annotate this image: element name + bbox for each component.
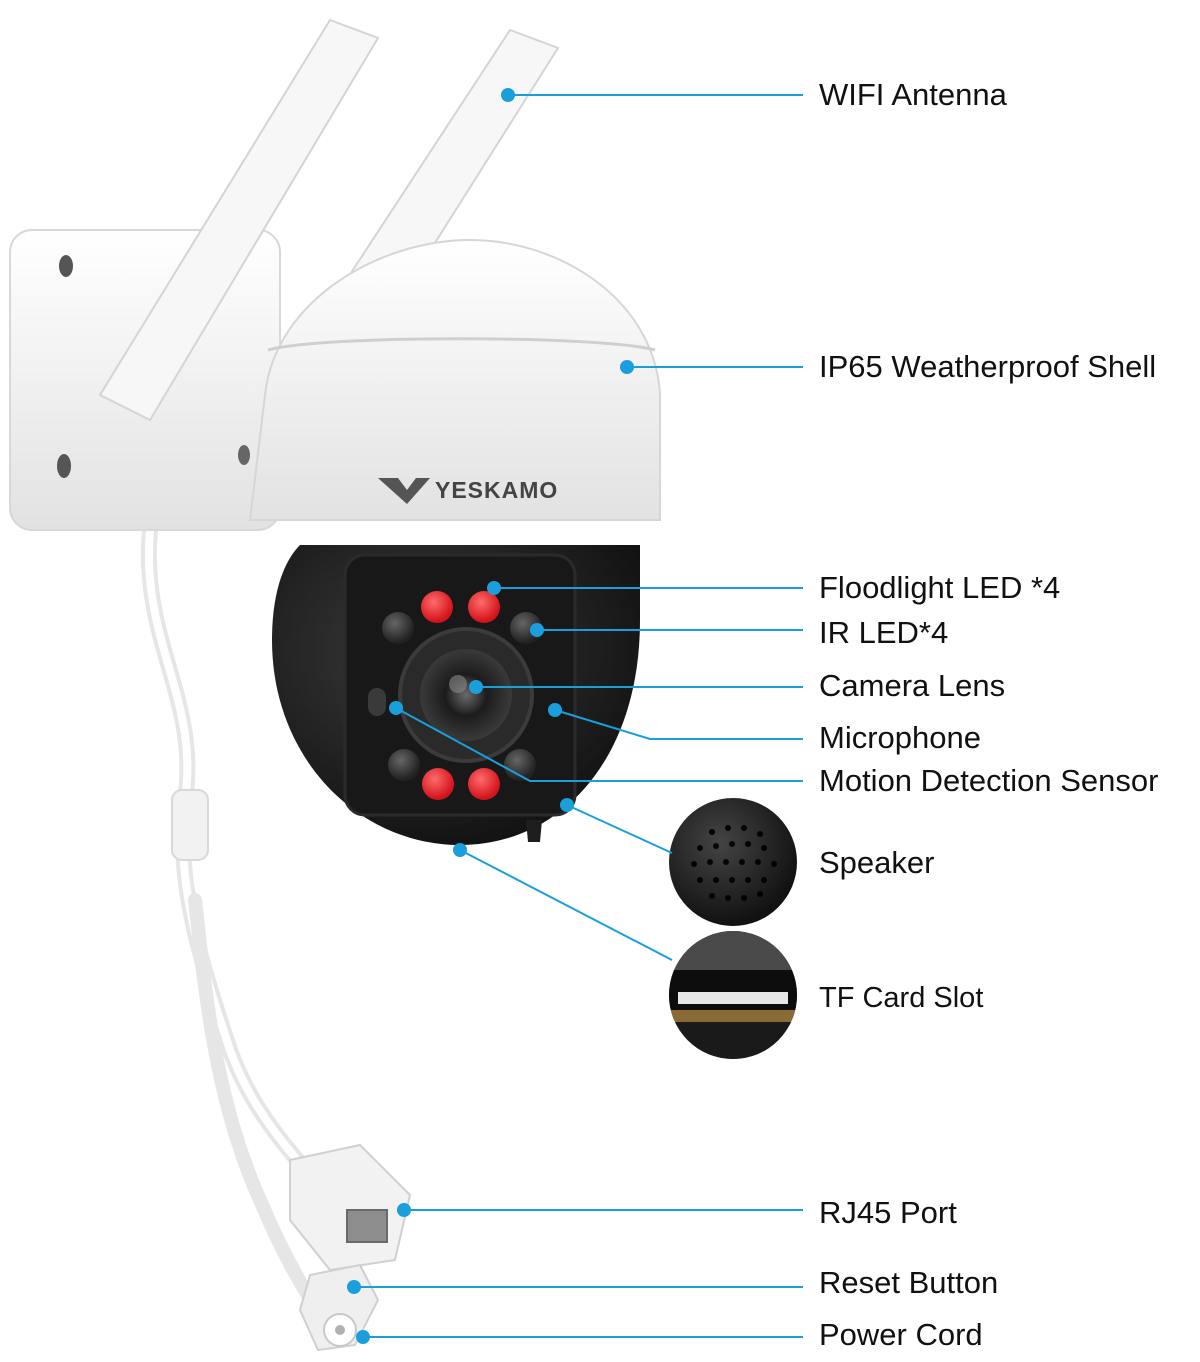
callout-dots (347, 88, 634, 1344)
label-camera-lens: Camera Lens (819, 668, 1006, 703)
label-reset-button: Reset Button (819, 1265, 999, 1300)
rj45-socket (346, 1209, 388, 1243)
cable-connectors (289, 1143, 412, 1352)
floodlight-led (422, 768, 454, 800)
ir-led (388, 749, 420, 781)
ir-led (504, 749, 536, 781)
speaker-inset (669, 798, 797, 926)
callout-lines (354, 94, 803, 1338)
label-ir-led: IR LED*4 (819, 615, 949, 650)
ir-led (382, 612, 414, 644)
label-tf-card-slot: TF Card Slot (819, 982, 984, 1014)
label-speaker: Speaker (819, 845, 935, 880)
label-microphone: Microphone (819, 720, 981, 755)
camera-head (272, 545, 640, 845)
brand-logo: YESKAMO (378, 477, 558, 504)
motion-sensor (368, 688, 386, 716)
floodlight-led (421, 591, 453, 623)
floodlight-led (468, 591, 500, 623)
label-weatherproof-shell: IP65 Weatherproof Shell (819, 349, 1157, 384)
label-floodlight-led: Floodlight LED *4 (819, 570, 1061, 605)
cable (140, 522, 338, 1337)
label-wifi-antenna: WIFI Antenna (819, 77, 1007, 112)
camera-lens (420, 649, 512, 741)
label-power-cord: Power Cord (819, 1317, 983, 1352)
weatherproof-shell (248, 238, 661, 521)
label-motion-sensor: Motion Detection Sensor (819, 763, 1159, 798)
tf-card-inset (669, 931, 797, 1059)
floodlight-led (468, 768, 500, 800)
brand-name: YESKAMO (435, 477, 558, 503)
label-rj45-port: RJ45 Port (819, 1195, 957, 1230)
